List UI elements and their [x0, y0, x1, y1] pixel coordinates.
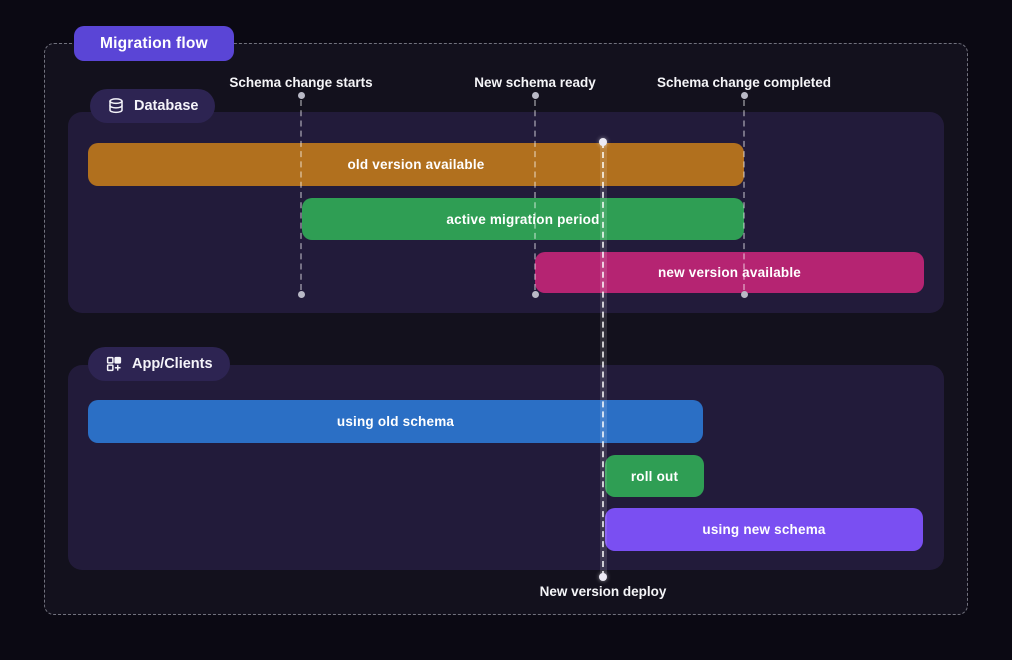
timeline-bar-old-version-available: old version available: [88, 143, 744, 186]
lane-pill-database: Database: [90, 89, 216, 123]
database-icon: [107, 97, 125, 115]
lane-pill-label: App/Clients: [132, 356, 213, 372]
deploy-line-core: [601, 142, 604, 577]
timeline-bar-roll-out: roll out: [605, 455, 704, 497]
milestone-dot-top: [297, 91, 305, 99]
lane-pill-app-clients: App/Clients: [88, 347, 230, 381]
deploy-dot-bottom: [599, 573, 607, 581]
apps-add-icon: [105, 355, 123, 373]
deploy-dot-top: [599, 138, 607, 146]
timeline-bar-using-old-schema: using old schema: [88, 400, 703, 443]
milestone-label-schema-change-completed: Schema change completed: [656, 75, 832, 90]
milestone-line-schema-change-completed: [743, 100, 745, 290]
timeline-bar-using-new-schema: using new schema: [605, 508, 923, 551]
timeline-bar-new-version-available: new version available: [535, 252, 924, 293]
lane-pill-label: Database: [134, 98, 199, 114]
deploy-label-new-version-deploy: New version deploy: [539, 584, 667, 599]
milestone-dot-top: [740, 91, 748, 99]
deploy-line-new-version-deploy: [599, 142, 607, 577]
milestone-label-new-schema-ready: New schema ready: [474, 75, 596, 90]
milestone-line-new-schema-ready: [534, 100, 536, 290]
milestone-dot-bottom: [531, 290, 539, 298]
milestone-dot-top: [531, 91, 539, 99]
milestone-dot-bottom: [297, 290, 305, 298]
milestone-label-schema-change-starts: Schema change starts: [229, 75, 373, 90]
milestone-dot-bottom: [740, 290, 748, 298]
diagram-title-badge: Migration flow: [74, 26, 234, 61]
milestone-line-schema-change-starts: [300, 100, 302, 290]
timeline-bar-active-migration-period: active migration period: [302, 198, 744, 240]
